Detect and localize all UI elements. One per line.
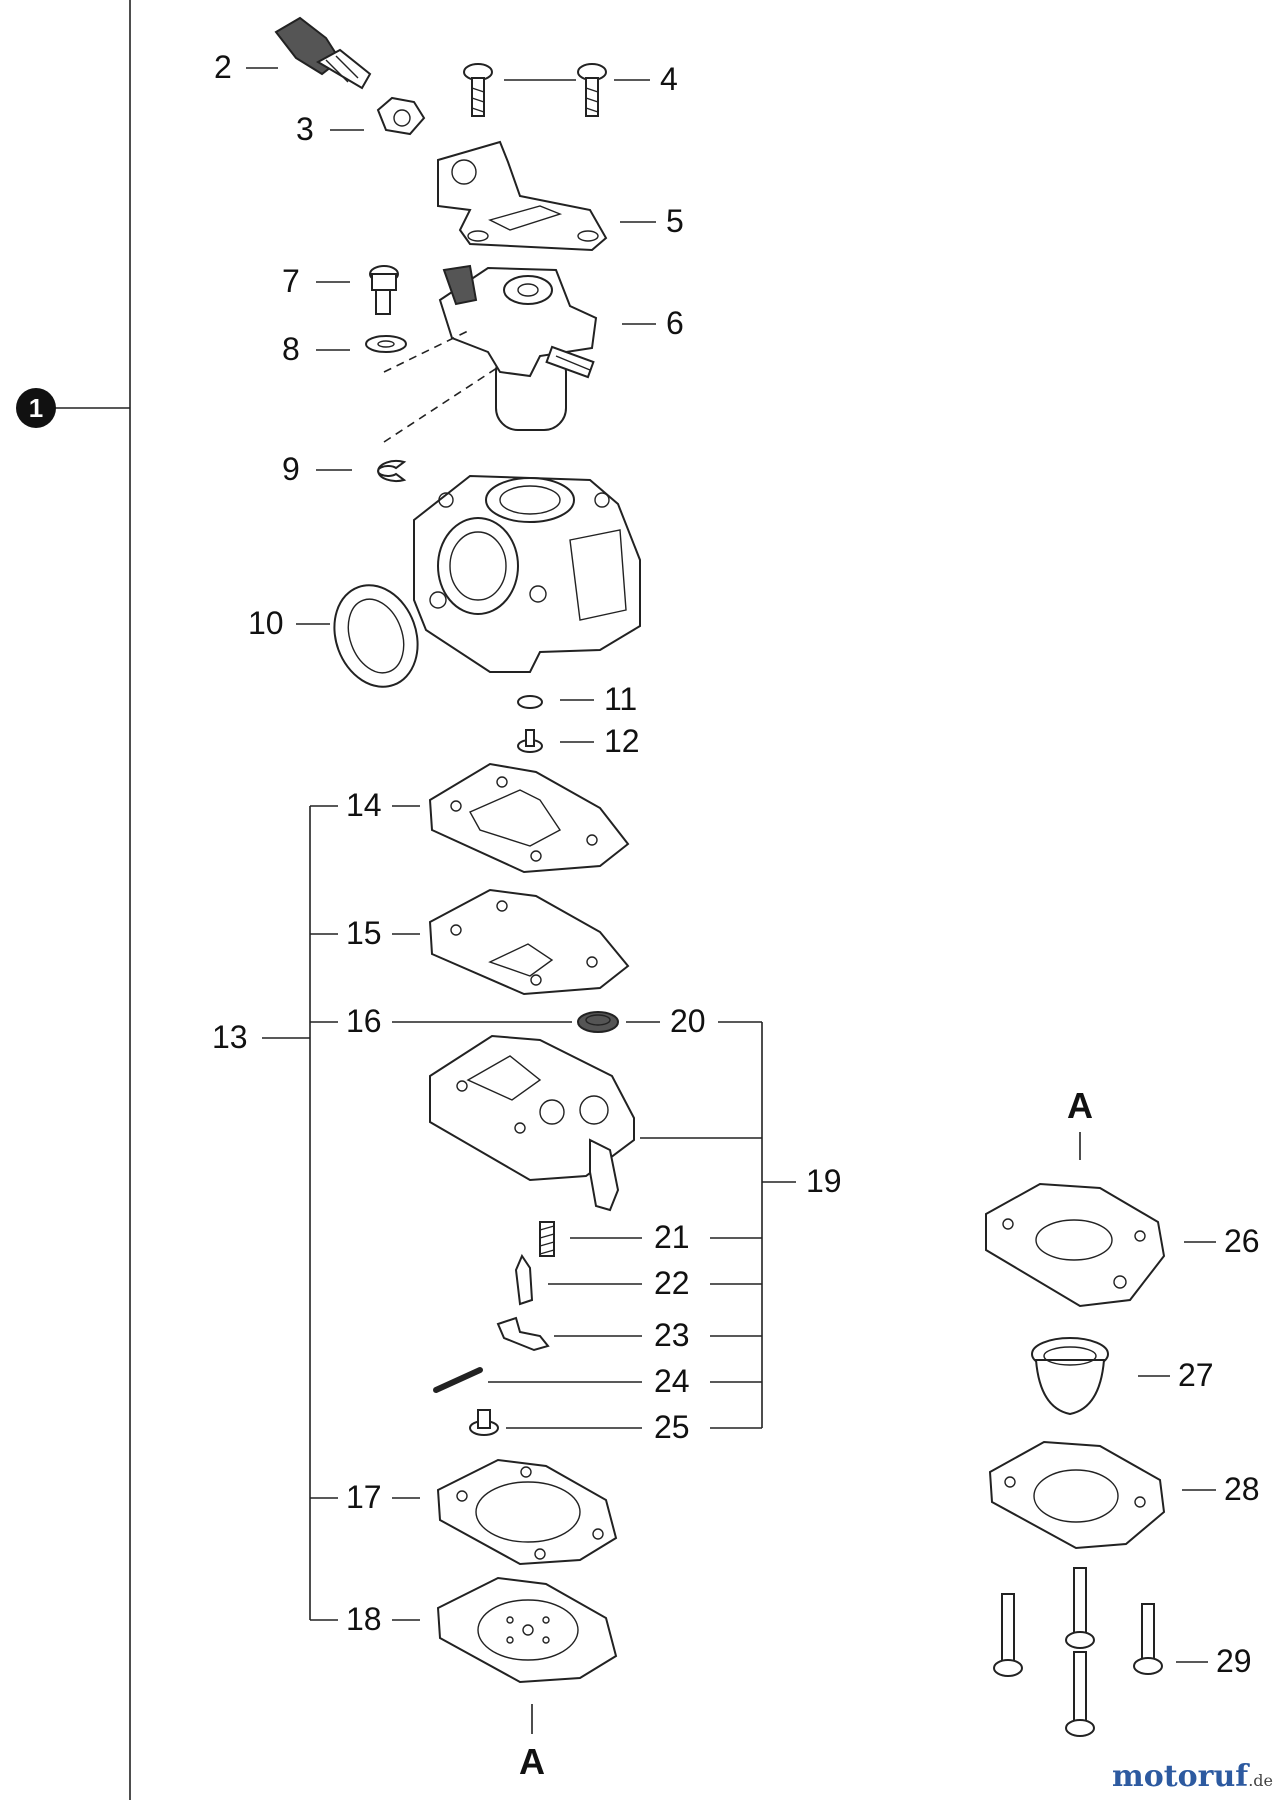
part-27-primer-bulb — [1031, 1337, 1109, 1416]
part-18-diaphragm — [436, 1576, 618, 1684]
callout-11: 11 — [604, 681, 637, 717]
callout-21: 21 — [654, 1219, 690, 1255]
callout-19: 19 — [806, 1163, 842, 1199]
watermark-main: motoruf — [1112, 1759, 1249, 1794]
callout-5: 5 — [666, 203, 684, 239]
callout-13: 13 — [212, 1019, 248, 1055]
callout-3: 3 — [296, 111, 314, 147]
part-26-pump-cover — [985, 1182, 1166, 1308]
callout-20: 20 — [670, 1003, 706, 1039]
part-3-nut — [376, 96, 426, 136]
part-4-screw-left — [463, 63, 493, 117]
callout-29: 29 — [1216, 1643, 1252, 1679]
callout-24: 24 — [654, 1363, 690, 1399]
watermark-logo: motoruf.de — [1112, 1759, 1273, 1794]
part-11-o-ring — [517, 695, 543, 709]
callout-6: 6 — [666, 305, 684, 341]
callout-22: 22 — [654, 1265, 690, 1301]
part-24-pin — [433, 1367, 483, 1393]
callout-17: 17 — [346, 1479, 382, 1515]
callout-16: 16 — [346, 1003, 382, 1039]
part-21-spring — [539, 1221, 555, 1257]
callout-12: 12 — [604, 723, 640, 759]
part-6-throttle-valve — [438, 264, 598, 431]
callout-18: 18 — [346, 1601, 382, 1637]
callout-27: 27 — [1178, 1357, 1214, 1393]
part-4-screw-right — [577, 63, 607, 117]
part-9-e-clip — [377, 460, 407, 482]
part-17-gasket — [436, 1458, 618, 1566]
part-20-screen-filter — [577, 1011, 619, 1033]
view-a-bottom-label: A — [519, 1741, 545, 1782]
assembly-badge: 1 — [16, 388, 56, 428]
part-10-gasket-ring — [333, 584, 419, 688]
callout-8: 8 — [282, 331, 300, 367]
part-14-gasket — [428, 762, 630, 874]
part-2-adjuster-bolt — [274, 16, 372, 90]
part-25-screw — [469, 1409, 499, 1436]
part-29-screw-4 — [1133, 1603, 1163, 1675]
part-22-needle — [514, 1253, 534, 1306]
callout-15: 15 — [346, 915, 382, 951]
part-8-washer — [365, 335, 407, 353]
part-12-pin — [517, 729, 543, 753]
dashed-guide-lines — [383, 329, 501, 443]
callout-10: 10 — [248, 605, 284, 641]
callout-7: 7 — [282, 263, 300, 299]
callout-23: 23 — [654, 1317, 690, 1353]
callout-28: 28 — [1224, 1471, 1260, 1507]
callout-26: 26 — [1224, 1223, 1260, 1259]
part-28-retainer-plate — [988, 1440, 1166, 1550]
callout-9: 9 — [282, 451, 300, 487]
watermark-tld: .de — [1248, 1771, 1273, 1790]
part-29-screw-1 — [993, 1593, 1023, 1677]
part-29-screw-2 — [1065, 1567, 1095, 1649]
part-23-lever — [496, 1316, 550, 1352]
callout-2: 2 — [214, 49, 232, 85]
assembly-badge-number: 1 — [29, 393, 43, 423]
part-5-lever-plate — [437, 140, 608, 252]
part-7-screw — [369, 265, 399, 315]
callout-14: 14 — [346, 787, 382, 823]
callout-25: 25 — [654, 1409, 690, 1445]
part-29-screw-3 — [1065, 1651, 1095, 1737]
part-19-metering-body — [429, 1034, 635, 1212]
view-a-right-label: A — [1067, 1085, 1093, 1126]
part-carburetor-body — [413, 474, 641, 673]
part-15-diaphragm — [428, 888, 630, 996]
callout-4: 4 — [660, 61, 678, 97]
